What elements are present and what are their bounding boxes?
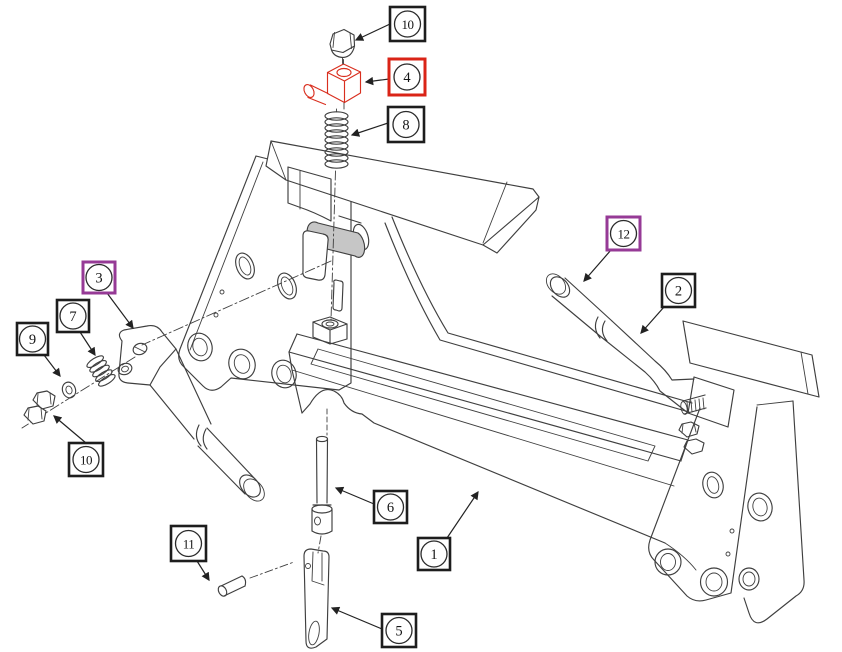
callout-4[interactable]: 4 [387, 57, 427, 97]
leader-line-2 [640, 306, 665, 334]
svg-text:9: 9 [29, 332, 36, 348]
svg-text:10: 10 [80, 452, 92, 467]
svg-text:7: 7 [69, 309, 76, 325]
callout-7[interactable]: 7 [55, 298, 91, 334]
callout-5[interactable]: 5 [380, 612, 418, 649]
leader-line-1 [446, 490, 479, 539]
leader-line-10 [354, 23, 391, 41]
spring-seat-boss [312, 316, 348, 345]
leader-line-4 [364, 76, 390, 86]
part-5-latch-wedge [303, 548, 330, 649]
part-9-washer [61, 381, 77, 399]
svg-text:4: 4 [403, 70, 411, 86]
svg-text:8: 8 [402, 117, 409, 133]
svg-text:11: 11 [183, 536, 195, 551]
svg-text:12: 12 [618, 226, 630, 241]
callout-12[interactable]: 12 [605, 215, 642, 252]
main-beam [288, 333, 697, 571]
leader-line-3 [106, 292, 134, 330]
part-10-hex-nut-top [329, 28, 356, 64]
bolt-and-nuts [678, 394, 707, 455]
svg-text:3: 3 [95, 270, 102, 286]
part-3-lever-handle [117, 325, 265, 502]
leader-line-6 [334, 486, 375, 505]
lever-axis-line [141, 260, 332, 346]
leader-line-8 [350, 122, 389, 137]
leader-line-10 [53, 415, 87, 444]
leader-line-11 [196, 560, 210, 582]
callout-9[interactable]: 9 [15, 321, 50, 357]
svg-text:2: 2 [675, 283, 682, 299]
svg-text:6: 6 [387, 500, 394, 516]
leader-line-7 [79, 331, 96, 357]
leader-line-12 [583, 249, 612, 282]
callout-6[interactable]: 6 [372, 489, 409, 525]
callout-2[interactable]: 2 [660, 272, 697, 309]
leader-line-5 [330, 606, 383, 630]
leader-line-9 [43, 354, 61, 378]
part-7-spring-bushing [86, 355, 116, 387]
callout-layer: 10 4 8 12 2 3 7 9 10 11 6 1 5 [15, 5, 697, 649]
svg-text:5: 5 [395, 623, 402, 639]
frame-assembly-part-1 [178, 140, 820, 624]
center-axis-line [330, 170, 336, 321]
svg-text:10: 10 [402, 17, 414, 32]
callout-8[interactable]: 8 [386, 105, 426, 144]
part-6-latch-rod [311, 408, 333, 554]
part-10-hex-nuts-left [23, 390, 56, 425]
right-tower [648, 320, 820, 624]
callout-11[interactable]: 11 [169, 524, 208, 563]
callout-3[interactable]: 3 [81, 260, 117, 295]
part-4-highlighted-block [303, 59, 362, 110]
callout-1[interactable]: 1 [416, 536, 452, 572]
callout-10-0[interactable]: 10 [388, 5, 427, 43]
leader-lines [43, 23, 665, 630]
part-8-spring [324, 108, 349, 169]
part-11-roll-pin [217, 561, 295, 597]
svg-text:1: 1 [430, 547, 437, 563]
cross-pin [302, 215, 370, 281]
part-2-handle-right [545, 273, 695, 414]
left-plate-holes [187, 252, 297, 389]
callout-10-8[interactable]: 10 [67, 441, 105, 478]
